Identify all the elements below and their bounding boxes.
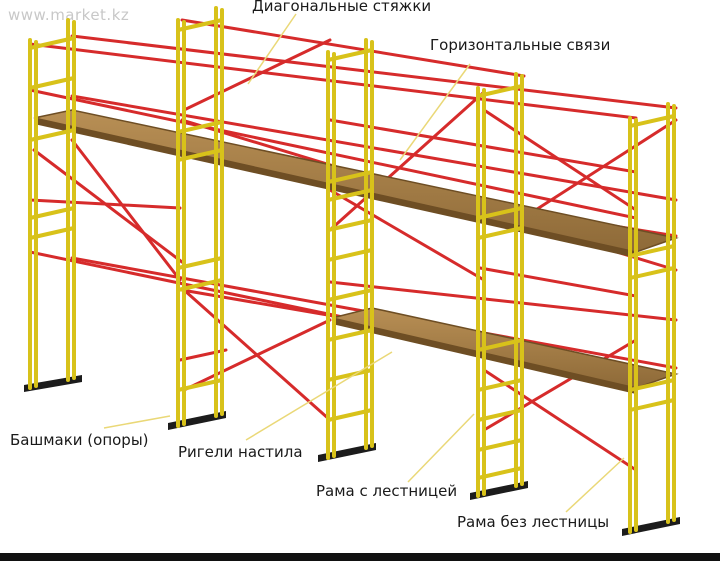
leader-lines xyxy=(103,13,625,513)
label-ladder-frame: Рама с лестницей xyxy=(316,482,458,500)
label-horizontal-links: Горизонтальные связи xyxy=(430,36,611,54)
base-shoes xyxy=(24,375,680,536)
label-diagonal-ties: Диагональные стяжки xyxy=(252,0,432,15)
label-deck-beams: Ригели настила xyxy=(178,443,303,461)
diagonal-ties xyxy=(32,38,678,472)
bottom-bar xyxy=(0,553,720,561)
label-plain-frame: Рама без лестницы xyxy=(457,513,610,531)
label-base-shoes: Башмаки (опоры) xyxy=(10,431,149,449)
frames xyxy=(28,6,676,534)
watermark: www.market.kz xyxy=(8,6,130,24)
